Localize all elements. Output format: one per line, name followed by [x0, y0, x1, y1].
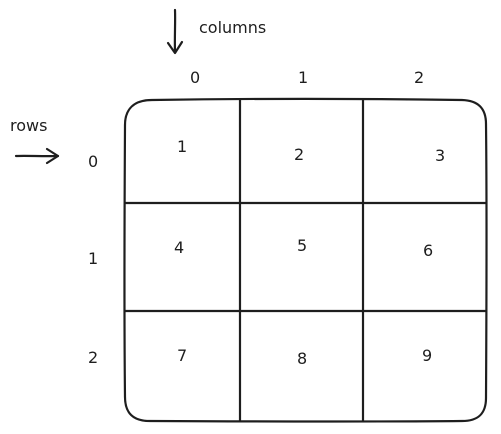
- row-index-1: 1: [88, 249, 98, 268]
- matrix-cell: 4: [174, 238, 184, 257]
- column-index-1: 1: [298, 68, 308, 87]
- matrix-cell: 2: [294, 145, 304, 164]
- column-index-0: 0: [190, 68, 200, 87]
- matrix-border: [123, 97, 488, 423]
- row-index-2: 2: [88, 348, 98, 367]
- row-index-0: 0: [88, 152, 98, 171]
- matrix-cell: 1: [177, 137, 187, 156]
- rows-label: rows: [10, 116, 47, 135]
- matrix-cell: 8: [297, 349, 307, 368]
- arrow-down-icon: [166, 8, 184, 55]
- matrix-cell: 6: [423, 241, 433, 260]
- grid-line-horizontal-2: [123, 309, 488, 313]
- matrix-cell: 7: [177, 346, 187, 365]
- columns-label: columns: [199, 18, 266, 37]
- matrix-cell: 9: [422, 346, 432, 365]
- grid-line-horizontal-1: [123, 201, 488, 205]
- matrix-cell: 3: [435, 146, 445, 165]
- arrow-right-icon: [14, 147, 60, 165]
- column-index-2: 2: [414, 68, 424, 87]
- matrix-cell: 5: [297, 236, 307, 255]
